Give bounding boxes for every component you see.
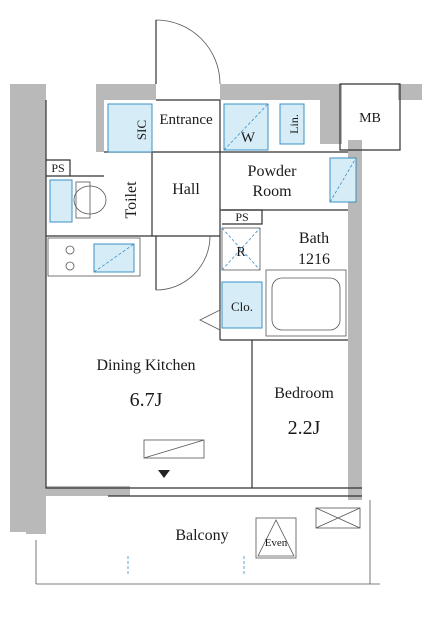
label-w: W: [241, 130, 256, 146]
label-ps-top: PS: [51, 161, 64, 175]
sink-icon: [329, 157, 357, 203]
label-hall: Hall: [172, 181, 200, 198]
label-mb: MB: [359, 111, 381, 126]
label-powder-2: Room: [252, 183, 292, 200]
bathtub-icon: [265, 269, 347, 337]
window-panel: [143, 439, 205, 478]
hall-door: [155, 235, 211, 291]
label-bath-size: 1216: [298, 251, 330, 268]
label-toilet: Toilet: [123, 181, 140, 219]
label-dining-kitchen: Dining Kitchen: [96, 357, 195, 374]
label-lin: Lin.: [287, 114, 301, 134]
label-balcony: Balcony: [175, 527, 228, 544]
label-even: Even: [265, 537, 288, 549]
evacuation-hatch-icon: [255, 517, 297, 559]
balcony-drains: [127, 556, 245, 574]
washer-icon: [223, 103, 269, 151]
label-bath: Bath: [299, 230, 329, 247]
closet: [199, 281, 263, 331]
interior-lines: [35, 83, 401, 585]
entrance-door: [155, 19, 221, 101]
walls: [10, 84, 422, 534]
label-bedroom: Bedroom: [274, 385, 334, 402]
refrigerator-icon: [221, 227, 261, 271]
label-powder-1: Powder: [248, 163, 298, 180]
label-clo: Clo.: [231, 299, 253, 314]
label-sic: SIC: [134, 120, 149, 140]
label-bedroom-size: 2.2J: [288, 417, 321, 439]
label-ps-mid: PS: [235, 210, 248, 224]
ac-unit-icon: [315, 507, 361, 529]
label-entrance: Entrance: [159, 112, 213, 128]
kitchen-counter: [47, 237, 141, 277]
label-dk-size: 6.7J: [130, 389, 163, 411]
linen-closet: [279, 103, 305, 145]
toilet-icon: [49, 179, 107, 223]
label-r: R: [236, 245, 246, 260]
sic-closet: [107, 103, 153, 153]
